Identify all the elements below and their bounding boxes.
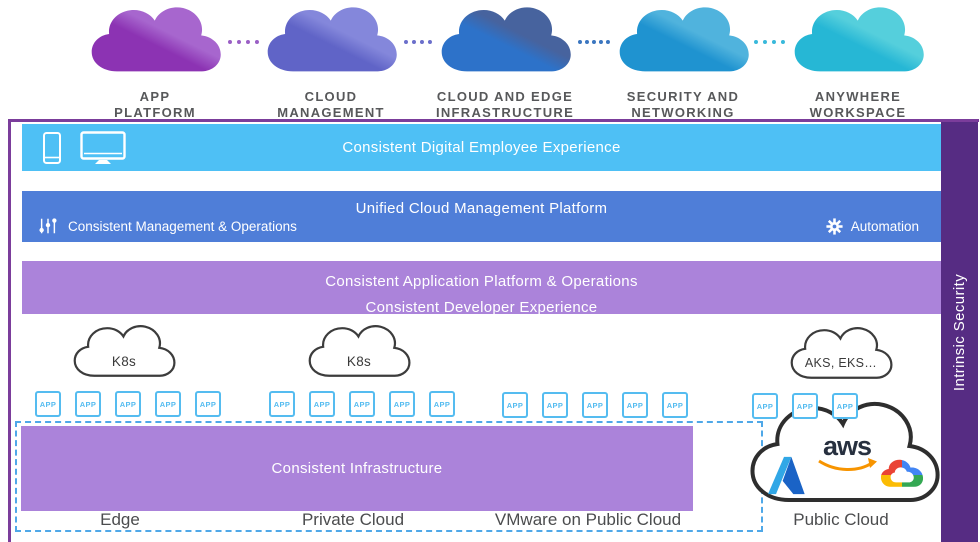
monitor-icon — [80, 130, 126, 164]
aws-smile-icon — [818, 458, 877, 471]
zone-private-cloud: Private Cloud — [301, 510, 405, 529]
layer-digital-employee-experience: Consistent Digital Employee Experience — [22, 124, 941, 171]
intrinsic-security-bar: Intrinsic Security — [941, 122, 978, 542]
zone-edge: Edge — [100, 510, 140, 529]
app-box: APP — [429, 391, 455, 417]
app-box: APP — [155, 391, 181, 417]
management-operations-item: Consistent Management & Operations — [38, 216, 297, 236]
cluster-label: AKS, EKS… — [804, 356, 878, 370]
pillar-security-networking: SECURITY AND NETWORKING — [583, 2, 783, 121]
device-icons — [42, 124, 126, 171]
app-group-public: APP APP APP — [752, 393, 858, 419]
cloud-connector — [228, 40, 259, 44]
layer-title: Unified Cloud Management Platform — [355, 200, 608, 217]
pillar-label: APP PLATFORM — [114, 89, 196, 120]
pillar-anywhere-workspace: ANYWHERE WORKSPACE — [758, 2, 958, 121]
app-box: APP — [389, 391, 415, 417]
app-box: APP — [752, 393, 778, 419]
cloud-icon — [794, 7, 924, 72]
cloud-outline-icon — [303, 322, 415, 384]
cloud-icon — [91, 7, 221, 72]
cloud-icon — [619, 7, 749, 72]
management-operations-label: Consistent Management & Operations — [68, 218, 297, 234]
pillar-app-platform: APP PLATFORM — [55, 2, 255, 121]
pillar-label: ANYWHERE WORKSPACE — [809, 89, 907, 120]
layer-application-platform: Consistent Application Platform & Operat… — [22, 261, 941, 316]
intrinsic-security-label: Intrinsic Security — [951, 273, 969, 391]
cloud-connector — [754, 40, 785, 44]
app-group-edge: APP APP APP APP APP — [35, 391, 221, 417]
app-box: APP — [269, 391, 295, 417]
azure-icon — [766, 454, 806, 502]
app-box: APP — [542, 392, 568, 418]
pillar-label: CLOUD MANAGEMENT — [277, 89, 385, 120]
app-box: APP — [115, 391, 141, 417]
zone-vmware-on-public-cloud: VMware on Public Cloud — [494, 510, 682, 529]
app-box: APP — [582, 392, 608, 418]
app-box: APP — [502, 392, 528, 418]
k8s-cluster-public: AKS, EKS… — [785, 324, 897, 386]
k8s-cluster-private: K8s — [303, 322, 415, 384]
pillar-cloud-management: CLOUD MANAGEMENT — [231, 2, 431, 121]
layer-line2: Consistent Developer Experience — [365, 299, 598, 316]
k8s-cluster-edge: K8s — [68, 322, 180, 384]
pillar-label: SECURITY AND NETWORKING — [626, 89, 740, 120]
sliders-icon — [39, 218, 57, 234]
cloud-connector — [578, 40, 610, 44]
app-group-private: APP APP APP APP APP — [269, 391, 455, 417]
cluster-label: K8s — [111, 354, 137, 369]
aws-wordmark: aws — [822, 431, 872, 461]
aws-logo: aws — [816, 431, 878, 479]
phone-icon — [43, 131, 61, 164]
cluster-label: K8s — [346, 354, 372, 369]
layer-label: Consistent Infrastructure — [271, 460, 443, 477]
layer-label: Consistent Digital Employee Experience — [342, 139, 621, 156]
cloud-icon — [441, 7, 571, 72]
gear-icon — [826, 218, 843, 235]
layer-unified-cloud-management: Unified Cloud Management Platform Consis… — [22, 191, 941, 242]
automation-item: Automation — [826, 218, 919, 235]
layer-consistent-infrastructure: Consistent Infrastructure — [21, 426, 693, 511]
app-box: APP — [622, 392, 648, 418]
app-box: APP — [662, 392, 688, 418]
pillar-label: CLOUD AND EDGE INFRASTRUCTURE — [435, 89, 575, 120]
cloud-icon — [267, 7, 397, 72]
cloud-connector — [404, 40, 432, 44]
app-box: APP — [35, 391, 61, 417]
cloud-outline-icon — [785, 324, 897, 386]
app-box: APP — [832, 393, 858, 419]
public-cloud-providers: aws — [740, 396, 948, 516]
pillar-cloud-edge-infrastructure: CLOUD AND EDGE INFRASTRUCTURE — [405, 2, 605, 121]
google-cloud-icon — [880, 458, 924, 497]
zone-public-cloud: Public Cloud — [793, 510, 889, 529]
app-box: APP — [309, 391, 335, 417]
app-box: APP — [75, 391, 101, 417]
app-box: APP — [195, 391, 221, 417]
cloud-outline-icon — [68, 322, 180, 384]
layer-line1: Consistent Application Platform & Operat… — [325, 273, 638, 290]
app-box: APP — [792, 393, 818, 419]
automation-label: Automation — [850, 219, 919, 234]
app-group-vmware-public: APP APP APP APP APP — [502, 392, 688, 418]
app-box: APP — [349, 391, 375, 417]
